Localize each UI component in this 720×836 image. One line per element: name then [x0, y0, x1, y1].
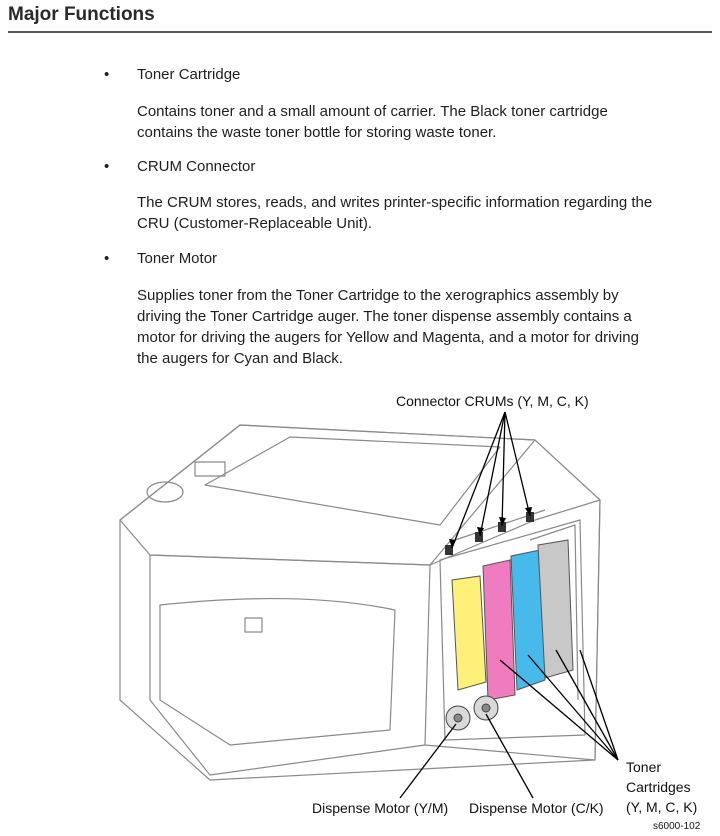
- cartridge-leader-line: [579, 649, 619, 761]
- description-line: Supplies toner from the Toner Cartridge …: [137, 287, 619, 304]
- crum-leader-line: [479, 411, 506, 537]
- motor-ck-leader-line: [485, 713, 534, 799]
- description-line: motor for driving the augers for Yellow …: [137, 329, 639, 346]
- toner-cartridge-cyan: [510, 549, 546, 691]
- callout-line: (Y, M, C, K): [626, 799, 698, 815]
- crum-leader-line: [501, 411, 506, 527]
- bullet-marker: •: [104, 250, 110, 267]
- item-description-crum-connector: The CRUM stores, reads, and writes print…: [137, 192, 712, 234]
- cartridge-leader-line: [555, 649, 619, 761]
- description-line: contains the waste toner bottle for stor…: [137, 124, 497, 141]
- toner-cartridge-yellow: [451, 575, 487, 691]
- control-panel-display: [194, 461, 226, 477]
- heading-rule: [8, 31, 712, 33]
- figure-id: s6000-102: [653, 821, 701, 832]
- toner-cartridge-black: [537, 539, 574, 679]
- item-title-crum-connector: CRUM Connector: [137, 158, 256, 175]
- item-description-toner-motor: Supplies toner from the Toner Cartridge …: [137, 285, 712, 369]
- bullet-marker: •: [104, 66, 110, 83]
- front-cover-handle: [244, 617, 263, 633]
- cartridge-leader-line: [499, 659, 619, 761]
- item-title-toner-cartridge: Toner Cartridge: [137, 66, 241, 83]
- callout-dispense-motor-ck: Dispense Motor (C/K): [469, 800, 604, 816]
- crum-leader-line: [504, 411, 531, 517]
- callout-connector-crums: Connector CRUMs (Y, M, C, K): [396, 393, 589, 409]
- description-line: Contains toner and a small amount of car…: [137, 103, 608, 120]
- description-line: driving the Toner Cartridge auger. The t…: [137, 308, 632, 325]
- crum-connector-y: [445, 545, 453, 555]
- crum-connector-m: [475, 532, 483, 542]
- bullet-marker: •: [104, 158, 110, 175]
- description-line: The CRUM stores, reads, and writes print…: [137, 194, 653, 211]
- item-title-toner-motor: Toner Motor: [137, 250, 218, 267]
- control-panel-button-ring: [146, 481, 184, 503]
- description-line: CRU (Customer-Replaceable Unit).: [137, 215, 373, 232]
- motor-ym-leader-line: [399, 723, 457, 799]
- toner-cartridge-magenta: [482, 559, 516, 701]
- callout-toner-cartridges: Toner Cartridges (Y, M, C, K): [626, 757, 697, 817]
- output-tray-outline: [204, 436, 501, 526]
- cartridge-bay-frame: [439, 519, 586, 741]
- section-heading: Major Functions: [8, 4, 155, 25]
- crum-leader-line: [451, 411, 506, 549]
- front-cover-outline: [159, 597, 396, 746]
- callout-line: Toner: [626, 759, 662, 775]
- callout-line: Cartridges: [626, 779, 691, 795]
- crum-connector-c: [498, 522, 506, 532]
- callout-dispense-motor-ym: Dispense Motor (Y/M): [312, 800, 449, 816]
- description-line: the augers for Cyan and Black.: [137, 350, 343, 367]
- item-description-toner-cartridge: Contains toner and a small amount of car…: [137, 101, 712, 143]
- crum-connector-k: [526, 512, 534, 522]
- cartridge-leader-line: [527, 654, 619, 761]
